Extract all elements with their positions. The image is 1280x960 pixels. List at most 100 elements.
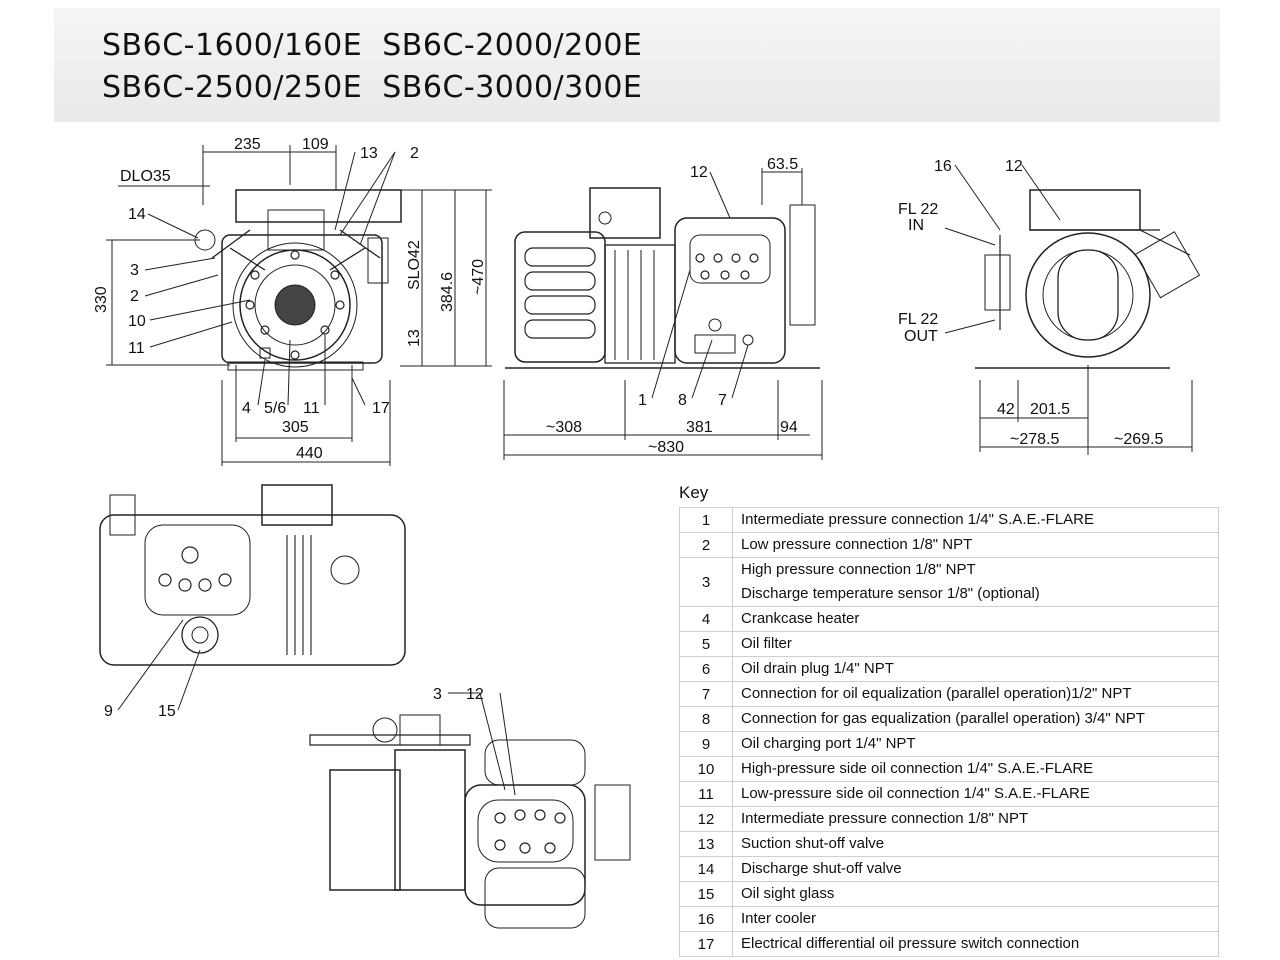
- key-row-number: 10: [679, 756, 733, 782]
- title-line-1: SB6C-1600/160E SB6C-2000/200E: [102, 28, 643, 63]
- front-callout-5-6: 5/6: [264, 400, 286, 417]
- front-dim-slo42: SLO42: [406, 240, 423, 290]
- key-row-description-line: High pressure connection 1/8" NPT: [741, 561, 976, 578]
- key-row-number: 14: [679, 856, 733, 882]
- rear-dim-269-5: ~269.5: [1114, 431, 1163, 448]
- rear-label-in: IN: [908, 217, 924, 234]
- key-row-description: High pressure connection 1/8" NPT Dischar…: [732, 557, 1219, 607]
- front-dim-dlo35: DLO35: [120, 168, 171, 185]
- front-callout-10: 10: [128, 313, 146, 330]
- key-row-number: 4: [679, 606, 733, 632]
- key-row-description: Oil sight glass: [732, 881, 1219, 907]
- rear-callout-12: 12: [1005, 158, 1023, 175]
- front-callout-13: 13: [360, 145, 378, 162]
- key-row-number: 3: [679, 557, 733, 607]
- side-dim-94: 94: [780, 419, 798, 436]
- key-row-description-line: Low-pressure side oil connection 1/4" S.…: [741, 785, 1090, 802]
- key-row: 14 Discharge shut-off valve: [679, 856, 1219, 882]
- front-callout-2a: 2: [410, 145, 419, 162]
- side-dim-63-5: 63.5: [767, 156, 798, 173]
- rear-dim-42: 42: [997, 401, 1015, 418]
- key-row-description: Connection for oil equalization (paralle…: [732, 681, 1219, 707]
- front-callout-14: 14: [128, 206, 146, 223]
- key-row: 5 Oil filter: [679, 631, 1219, 657]
- key-row-description-line: Oil filter: [741, 635, 792, 652]
- key-row-description: Crankcase heater: [732, 606, 1219, 632]
- rear-callout-16: 16: [934, 158, 952, 175]
- front-dim-440: 440: [296, 445, 323, 462]
- key-row-description-line: Intermediate pressure connection 1/4" S.…: [741, 511, 1094, 528]
- key-row-number: 6: [679, 656, 733, 682]
- key-row: 2 Low pressure connection 1/8" NPT: [679, 532, 1219, 558]
- key-row-description: Suction shut-off valve: [732, 831, 1219, 857]
- rear-dim-201-5: 201.5: [1030, 401, 1070, 418]
- key-row-number: 5: [679, 631, 733, 657]
- key-row-description: Discharge shut-off valve: [732, 856, 1219, 882]
- key-row-number: 16: [679, 906, 733, 932]
- rear-label-fl22-in: FL 22: [898, 201, 938, 218]
- key-row: 4 Crankcase heater: [679, 606, 1219, 632]
- key-row: 3 High pressure connection 1/8" NPT Discha…: [679, 557, 1219, 607]
- key-row-number: 9: [679, 731, 733, 757]
- key-row-description-line: Suction shut-off valve: [741, 835, 885, 852]
- front-dim-305: 305: [282, 419, 309, 436]
- key-row-description: Intermediate pressure connection 1/4" S.…: [732, 507, 1219, 533]
- rear-dim-278-5: ~278.5: [1010, 431, 1059, 448]
- key-row-description: Connection for gas equalization (paralle…: [732, 706, 1219, 732]
- key-row-description-line: Low pressure connection 1/8" NPT: [741, 536, 973, 553]
- key-row-description: Oil charging port 1/4" NPT: [732, 731, 1219, 757]
- top-view-drawing: [99, 484, 406, 711]
- side-callout-1: 1: [638, 392, 647, 409]
- rear-label-out: OUT: [904, 328, 938, 345]
- key-row-number: 11: [679, 781, 733, 807]
- front-dim-109: 109: [302, 136, 329, 153]
- key-row-description: Electrical differential oil pressure swi…: [732, 931, 1219, 957]
- front-callout-11b: 11: [303, 400, 320, 417]
- key-row-number: 7: [679, 681, 733, 707]
- key-title: Key: [679, 483, 709, 502]
- key-row: 16 Inter cooler: [679, 906, 1219, 932]
- key-row-number: 8: [679, 706, 733, 732]
- key-row-number: 15: [679, 881, 733, 907]
- key-row-description-line: Electrical differential oil pressure swi…: [741, 935, 1080, 952]
- key-row: 10 High-pressure side oil connection 1/4"…: [679, 756, 1219, 782]
- key-table: 1 Intermediate pressure connection 1/4" S…: [679, 507, 1219, 957]
- front-callout-3: 3: [130, 262, 139, 279]
- key-row-number: 12: [679, 806, 733, 832]
- key-row-description: Intermediate pressure connection 1/8" NP…: [732, 806, 1219, 832]
- key-row-description-line: Inter cooler: [741, 910, 817, 927]
- key-row-number: 1: [679, 507, 733, 533]
- key-row-description-line: Connection for oil equalization (paralle…: [741, 685, 1132, 702]
- key-row-number: 2: [679, 532, 733, 558]
- rear-label-fl22-out: FL 22: [898, 311, 938, 328]
- front-callout-2b: 2: [130, 288, 139, 305]
- side-dim-381: 381: [686, 419, 713, 436]
- key-row-description-line: Discharge temperature sensor 1/8" (optio…: [741, 585, 1040, 602]
- top-callout-9: 9: [104, 703, 113, 720]
- key-row-description: Oil drain plug 1/4" NPT: [732, 656, 1219, 682]
- side-callout-7: 7: [718, 392, 727, 409]
- key-row-description-line: Oil charging port 1/4" NPT: [741, 735, 916, 752]
- front-view-drawing: [106, 145, 492, 466]
- key-row-description: High-pressure side oil connection 1/4" S…: [732, 756, 1219, 782]
- front-callout-4: 4: [242, 400, 251, 417]
- key-table-body: 1 Intermediate pressure connection 1/4" S…: [679, 507, 1219, 957]
- key-row-description-line: High-pressure side oil connection 1/4" S…: [741, 760, 1094, 777]
- key-row-description-line: Discharge shut-off valve: [741, 860, 902, 877]
- side-dim-830: ~830: [648, 439, 684, 456]
- front-dim-330: 330: [93, 286, 110, 313]
- key-row: 1 Intermediate pressure connection 1/4" S…: [679, 507, 1219, 533]
- key-row: 7 Connection for oil equalization (parall…: [679, 681, 1219, 707]
- side-dim-308: ~308: [546, 419, 582, 436]
- title-line-2: SB6C-2500/250E SB6C-3000/300E: [102, 70, 643, 105]
- key-row: 9 Oil charging port 1/4" NPT: [679, 731, 1219, 757]
- key-row-description-line: Crankcase heater: [741, 610, 860, 627]
- top-callout-15: 15: [158, 703, 176, 720]
- front-dim-13: 13: [406, 329, 423, 347]
- front-callout-17: 17: [372, 400, 390, 417]
